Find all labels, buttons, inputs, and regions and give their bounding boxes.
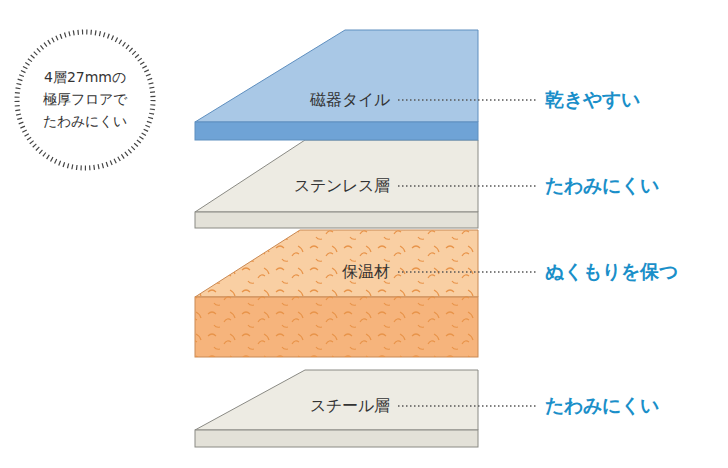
insulation-front bbox=[195, 297, 478, 357]
leader-lines bbox=[398, 100, 536, 406]
insulation-layer: 保温材 bbox=[342, 262, 390, 283]
feature-label: たわみにくい bbox=[545, 173, 659, 199]
layer-name: 保温材 bbox=[342, 262, 390, 283]
steel-front bbox=[195, 430, 478, 447]
stainless-layer: ステンレス層 bbox=[294, 176, 390, 197]
layer-name: ステンレス層 bbox=[294, 176, 390, 197]
insulation-front-texture bbox=[195, 297, 478, 357]
feature-label: たわみにくい bbox=[545, 393, 659, 419]
tile-layer: 磁器タイル bbox=[310, 90, 390, 111]
badge-circle: 4層27mmの 極厚フロアで たわみにくい bbox=[13, 28, 157, 172]
layer-name: スチール層 bbox=[310, 396, 390, 417]
feature-label: 乾きやすい bbox=[545, 87, 640, 113]
layer-name: 磁器タイル bbox=[310, 90, 390, 111]
feature-label: ぬくもりを保つ bbox=[545, 259, 678, 285]
stainless-top bbox=[195, 140, 478, 212]
steel-layer: スチール層 bbox=[310, 396, 390, 417]
badge-text: 4層27mmの 極厚フロアで たわみにくい bbox=[35, 67, 135, 132]
insulation-texture bbox=[195, 230, 478, 297]
steel-top bbox=[195, 370, 478, 430]
tile-top bbox=[195, 30, 478, 122]
tile-front bbox=[195, 122, 478, 140]
stainless-front bbox=[195, 212, 478, 228]
insulation-top bbox=[195, 230, 478, 297]
